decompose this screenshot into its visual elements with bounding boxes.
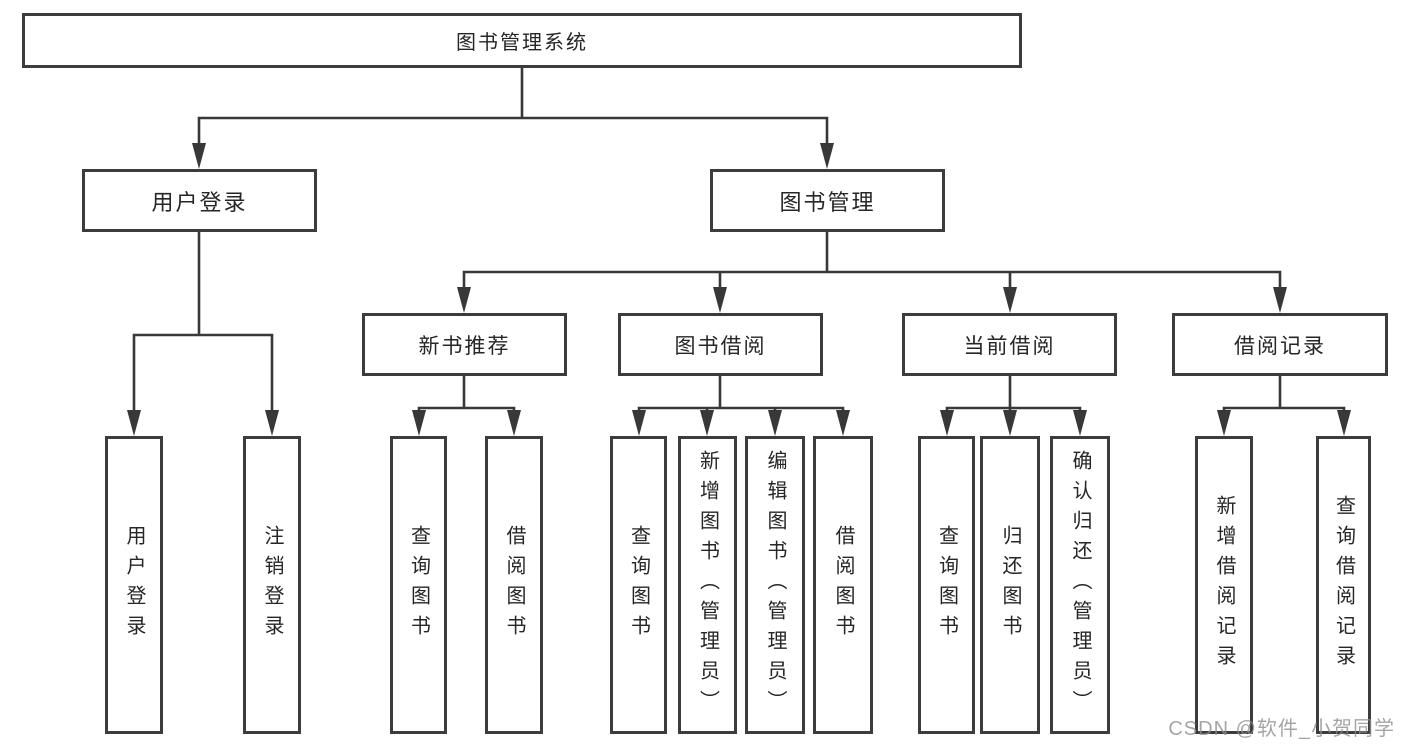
node-query-books-current: 查询图书 bbox=[918, 436, 975, 734]
node-label: 查询图书 bbox=[627, 525, 650, 645]
node-label: 图书管理 bbox=[779, 189, 876, 215]
node-label: 查询图书 bbox=[935, 525, 958, 645]
node-query-books-recommend: 查询图书 bbox=[390, 436, 447, 734]
node-label: 当前借阅 bbox=[963, 334, 1056, 358]
node-borrow-books-recommend: 借阅图书 bbox=[485, 436, 543, 734]
connector-current-to-leaves bbox=[940, 376, 1087, 436]
node-label: 借阅图书 bbox=[832, 525, 854, 645]
connector-root-to-level2 bbox=[192, 66, 834, 169]
connector-recommend-to-leaves bbox=[412, 376, 521, 436]
node-borrowing-records: 借阅记录 bbox=[1172, 313, 1388, 376]
node-label: 注销登录 bbox=[261, 525, 283, 645]
node-label: 借阅记录 bbox=[1234, 334, 1326, 358]
watermark: CSDN @软件_小贺同学 bbox=[1168, 718, 1395, 740]
node-borrow-books-borrowing: 借阅图书 bbox=[813, 436, 873, 734]
node-label: 编辑图书（管理员） bbox=[764, 450, 786, 720]
node-label: 查询借阅记录 bbox=[1332, 495, 1355, 675]
node-label: 新增图书（管理员） bbox=[696, 450, 719, 720]
node-user-login-leaf: 用户登录 bbox=[105, 436, 163, 734]
node-add-borrow-record: 新增借阅记录 bbox=[1195, 436, 1253, 734]
node-label: 查询图书 bbox=[407, 525, 430, 645]
node-book-borrowing: 图书借阅 bbox=[618, 313, 823, 376]
node-current-borrowing: 当前借阅 bbox=[902, 313, 1117, 376]
node-add-books-admin: 新增图书（管理员） bbox=[678, 436, 737, 734]
connector-bookmgmt-to-level3 bbox=[457, 232, 1287, 313]
node-book-management: 图书管理 bbox=[710, 169, 945, 232]
node-label: 归还图书 bbox=[999, 525, 1021, 645]
node-label: 用户登录 bbox=[123, 525, 145, 645]
node-label: 新增借阅记录 bbox=[1213, 495, 1235, 675]
node-label: 新书推荐 bbox=[418, 334, 511, 358]
node-logout: 注销登录 bbox=[243, 436, 301, 734]
node-new-book-recommendation: 新书推荐 bbox=[362, 313, 567, 376]
node-label: 图书管理系统 bbox=[456, 32, 588, 54]
node-label: 图书借阅 bbox=[674, 334, 767, 358]
connector-borrowing-to-leaves bbox=[632, 376, 850, 436]
node-query-borrow-record: 查询借阅记录 bbox=[1316, 436, 1371, 734]
node-confirm-return-admin: 确认归还（管理员） bbox=[1050, 436, 1110, 734]
node-user-login: 用户登录 bbox=[82, 169, 317, 232]
connector-userlogin-to-leaves bbox=[127, 232, 279, 436]
connector-records-to-leaves bbox=[1217, 376, 1351, 436]
node-query-books-borrowing: 查询图书 bbox=[610, 436, 667, 734]
node-label: 确认归还（管理员） bbox=[1069, 450, 1091, 720]
node-label: 借阅图书 bbox=[503, 525, 525, 645]
node-edit-books-admin: 编辑图书（管理员） bbox=[745, 436, 805, 734]
node-library-management-system: 图书管理系统 bbox=[22, 13, 1022, 68]
node-label: 用户登录 bbox=[151, 189, 248, 215]
node-return-books: 归还图书 bbox=[980, 436, 1040, 734]
